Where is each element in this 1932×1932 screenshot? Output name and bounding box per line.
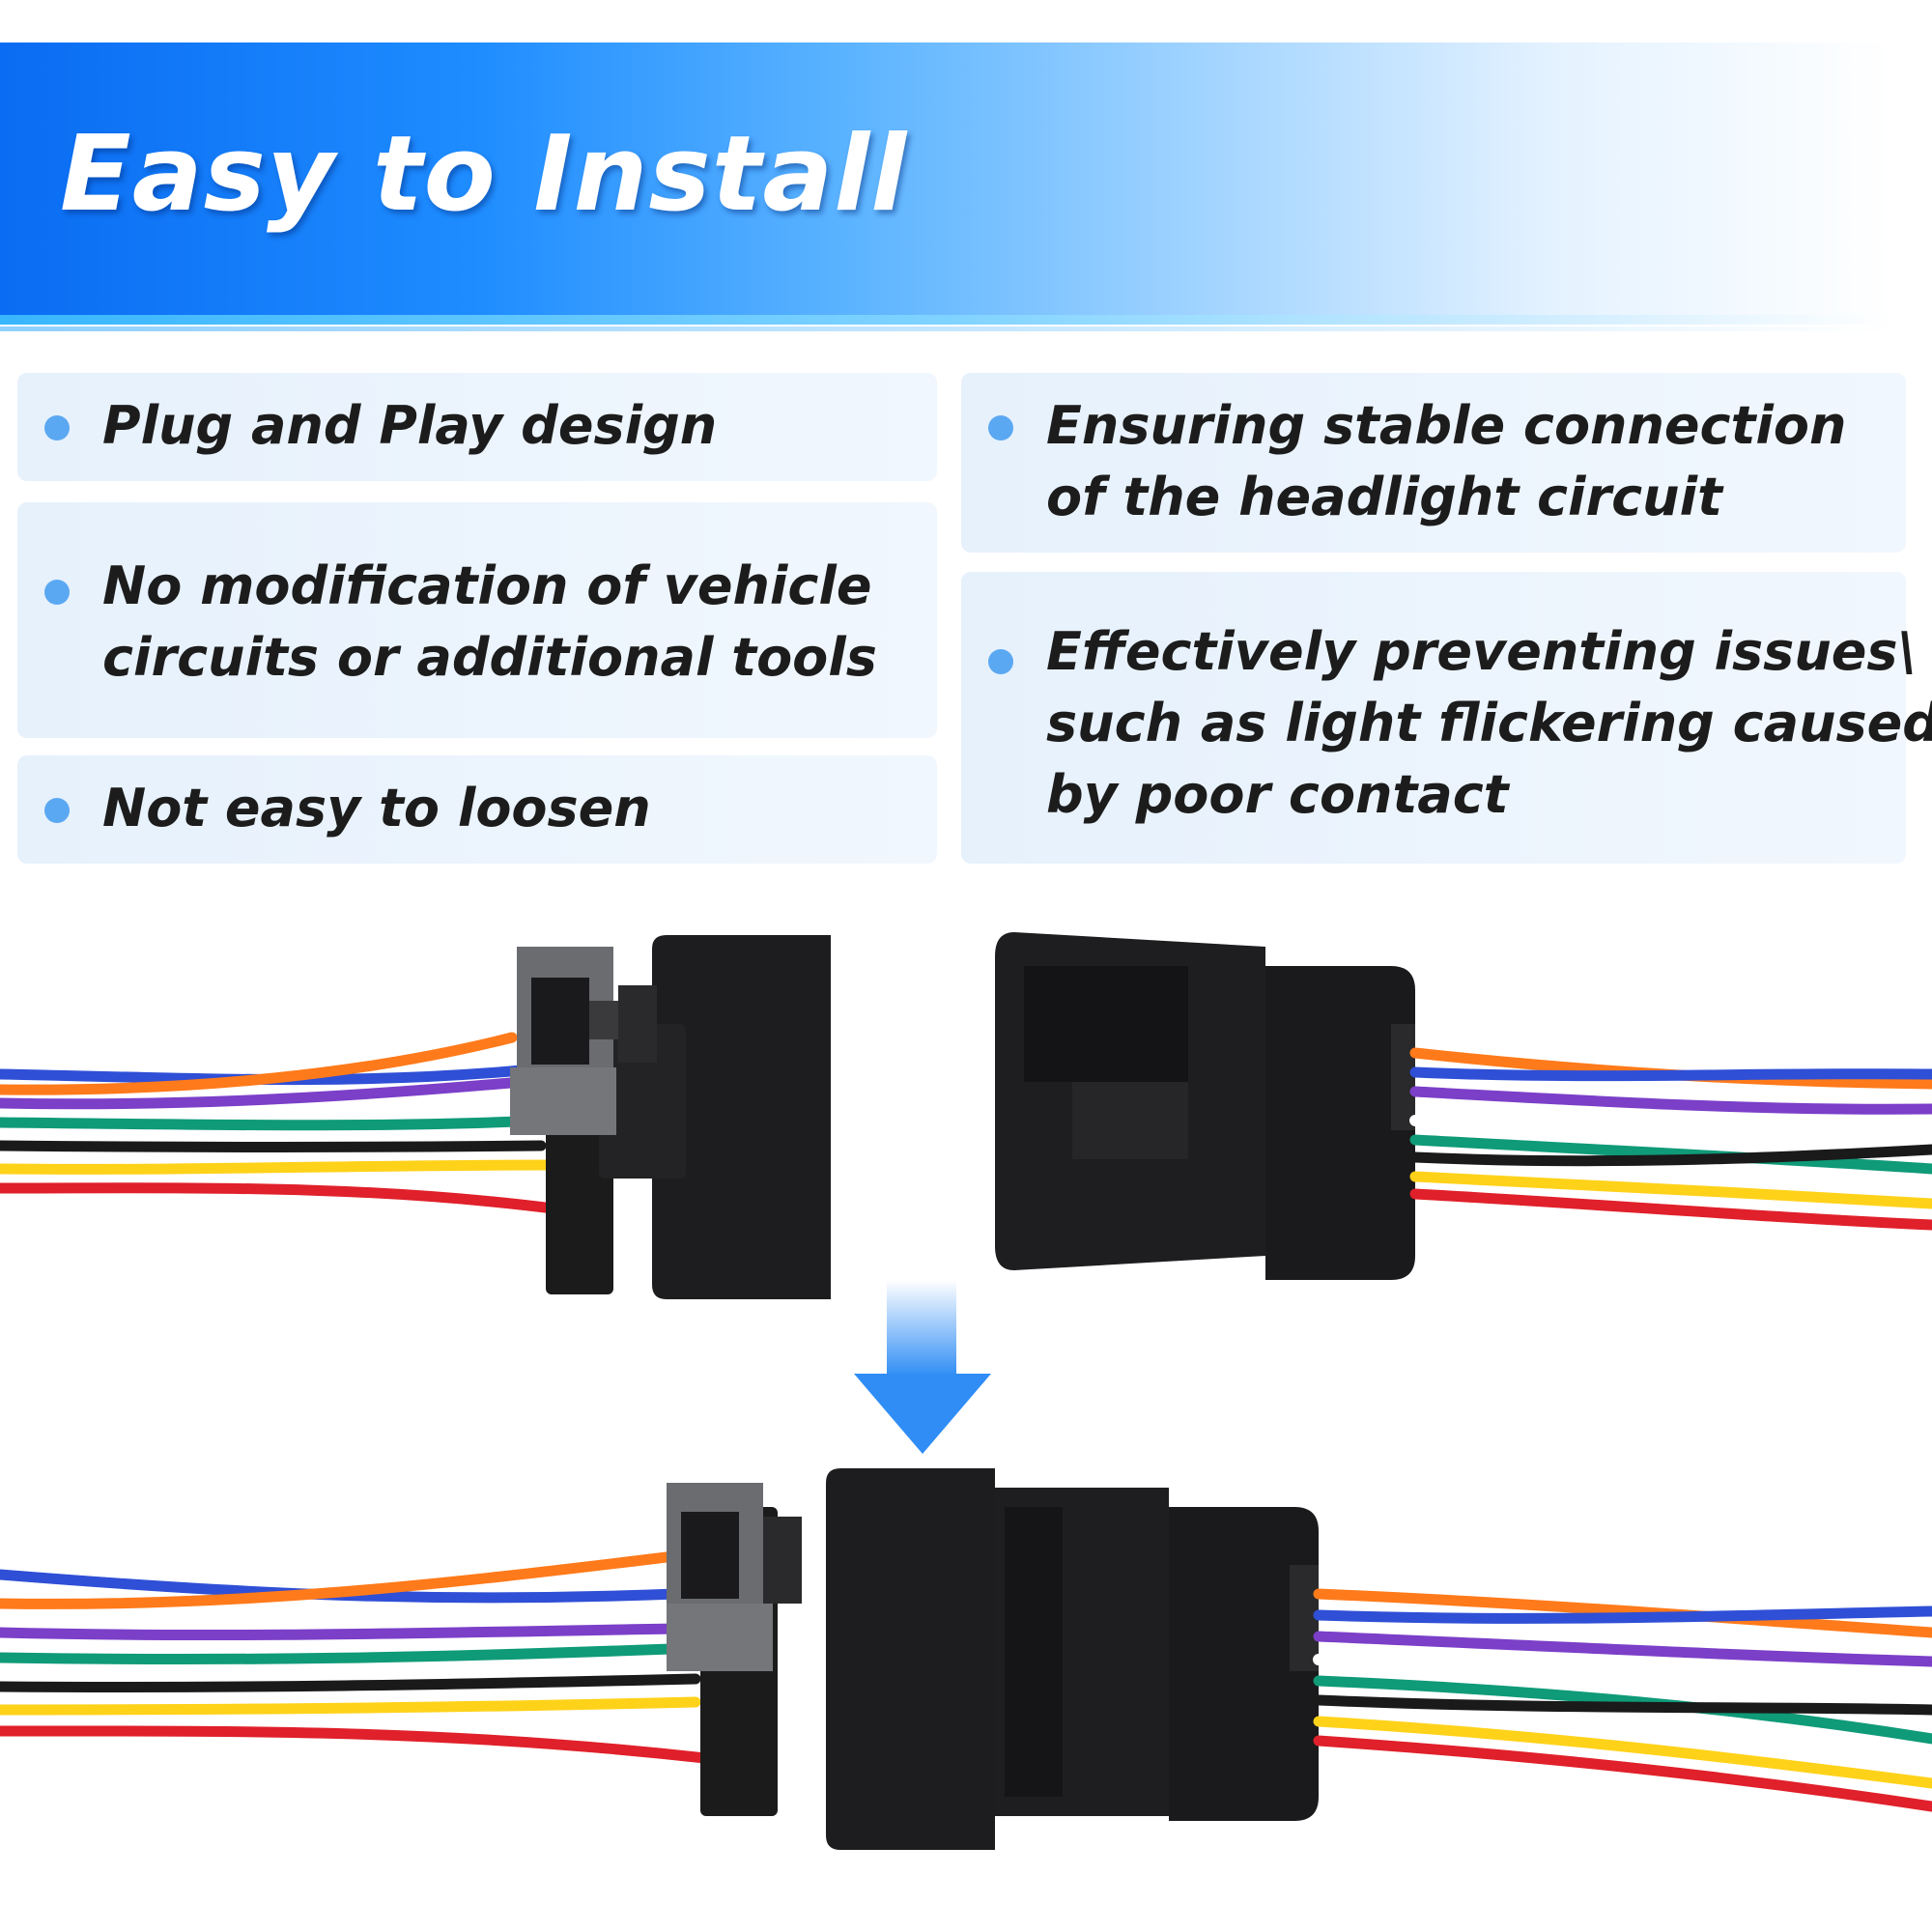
feature-line: Effectively preventing issues\	[1046, 621, 1918, 682]
bullet-icon	[988, 649, 1013, 674]
header-banner-accent	[0, 315, 1893, 325]
feature-line: by poor contact	[1046, 764, 1509, 825]
feature-text: Effectively preventing issues\ such as l…	[1046, 616, 1932, 831]
connector-mated-bottom	[667, 1468, 1319, 1850]
bullet-icon	[44, 580, 70, 605]
feature-line: of the headlight circuit	[1046, 467, 1722, 527]
feature-line: circuits or additional tools	[102, 627, 877, 688]
wire-bundle-top-left	[0, 1032, 566, 1215]
arrow-down-icon	[854, 1280, 991, 1454]
wire-bundle-bottom-left	[0, 1551, 711, 1764]
feature-card-prevent-flickering: Effectively preventing issues\ such as l…	[961, 572, 1932, 864]
feature-text: Plug and Play design	[102, 390, 717, 462]
feature-line: No modification of vehicle	[102, 555, 872, 616]
feature-text: No modification of vehicle circuits or a…	[102, 551, 877, 694]
feature-text: Ensuring stable connection of the headli…	[1046, 390, 1846, 533]
feature-line: Ensuring stable connection	[1046, 395, 1847, 456]
feature-line: such as light flickering caused	[1046, 693, 1932, 753]
feature-line: Not easy to loosen	[102, 778, 651, 838]
feature-card-not-easy-to-loosen: Not easy to loosen	[17, 755, 937, 864]
bullet-icon	[44, 415, 70, 440]
feature-line: Plug and Play design	[102, 395, 718, 456]
connector-male-top-right	[995, 932, 1415, 1280]
connector-female-top-left	[510, 935, 831, 1299]
header-banner	[0, 43, 1893, 315]
wire-bundle-top-right	[1409, 1047, 1932, 1231]
feature-text: Not easy to loosen	[102, 773, 651, 844]
connector-product-illustration	[0, 932, 1932, 1850]
feature-card-no-modification: No modification of vehicle circuits or a…	[17, 502, 937, 738]
wire-bundle-bottom-right	[1313, 1588, 1932, 1812]
bullet-icon	[44, 798, 70, 823]
feature-card-plug-and-play: Plug and Play design	[17, 373, 937, 481]
header-divider	[0, 327, 1893, 331]
page-title: Easy to Install	[60, 114, 908, 235]
bullet-icon	[988, 415, 1013, 440]
feature-card-stable-connection: Ensuring stable connection of the headli…	[961, 373, 1906, 553]
